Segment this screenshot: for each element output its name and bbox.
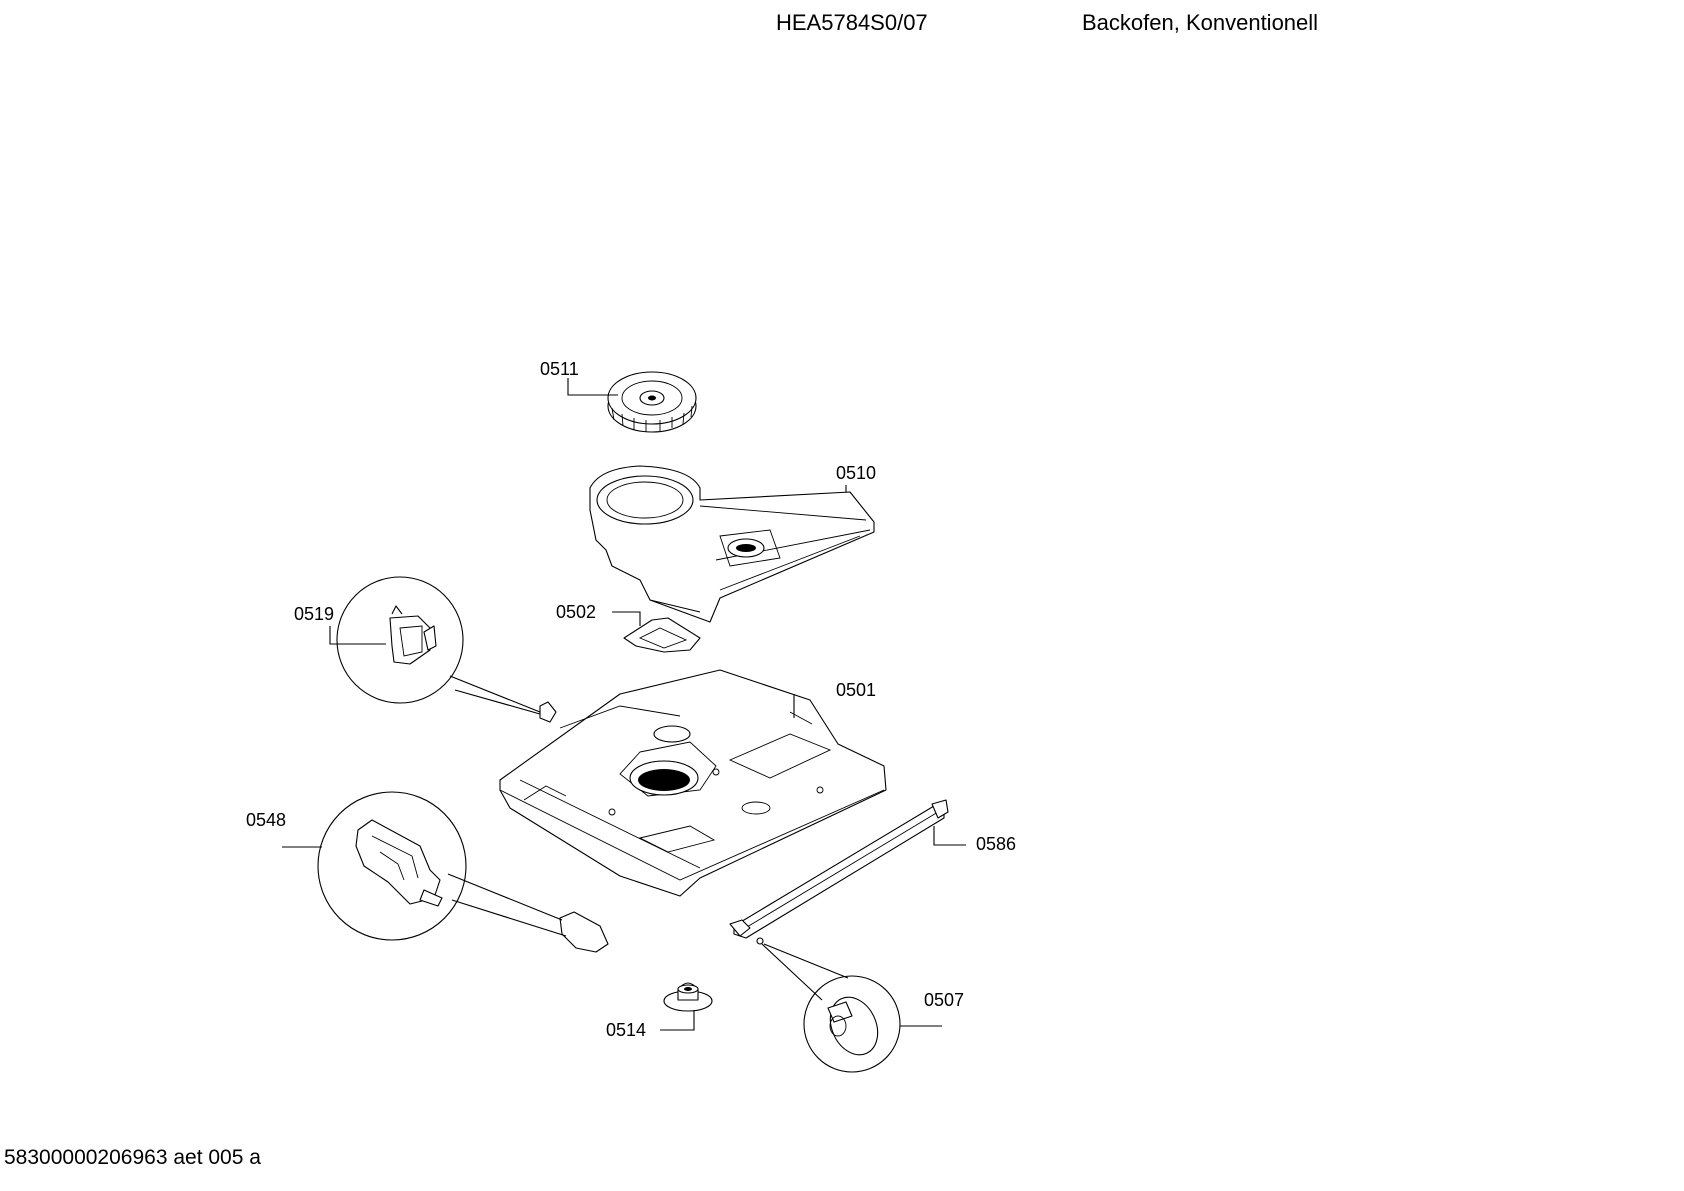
appliance-type: Backofen, Konventionell bbox=[1082, 10, 1319, 35]
cover-plate-part[interactable] bbox=[623, 617, 701, 653]
thermostat-part[interactable] bbox=[336, 576, 557, 723]
callout-0511: 0511 bbox=[540, 359, 618, 396]
part-number-0511: 0511 bbox=[540, 359, 579, 379]
fan-wheel-part[interactable] bbox=[607, 371, 697, 433]
model-number: HEA5784S0/07 bbox=[776, 10, 928, 35]
guide-rail-part[interactable] bbox=[729, 799, 949, 939]
part-number-0514: 0514 bbox=[606, 1020, 646, 1040]
callout-0519: 0519 bbox=[294, 604, 541, 715]
part-number-0501: 0501 bbox=[836, 680, 876, 700]
callout-0548: 0548 bbox=[246, 810, 567, 937]
callout-0501: 0501 bbox=[793, 680, 876, 718]
part-number-0548: 0548 bbox=[246, 810, 286, 830]
door-lock-part[interactable] bbox=[317, 791, 609, 953]
part-number-0586: 0586 bbox=[976, 834, 1016, 854]
callout-0510: 0510 bbox=[836, 463, 876, 492]
callout-0507: 0507 bbox=[761, 943, 964, 1027]
part-number-0510: 0510 bbox=[836, 463, 876, 483]
foot-part[interactable] bbox=[663, 982, 713, 1012]
part-number-0502: 0502 bbox=[556, 602, 596, 622]
callout-0514: 0514 bbox=[606, 1010, 695, 1040]
base-plate-part[interactable] bbox=[499, 669, 887, 897]
cap-part[interactable] bbox=[756, 937, 901, 1073]
fan-cover-part[interactable] bbox=[589, 465, 875, 623]
part-number-0519: 0519 bbox=[294, 604, 334, 624]
callout-0586: 0586 bbox=[933, 826, 1016, 854]
document-code: 58300000206963 aet 005 a bbox=[4, 1146, 261, 1169]
callout-0502: 0502 bbox=[556, 602, 641, 626]
part-number-0507: 0507 bbox=[924, 990, 964, 1010]
